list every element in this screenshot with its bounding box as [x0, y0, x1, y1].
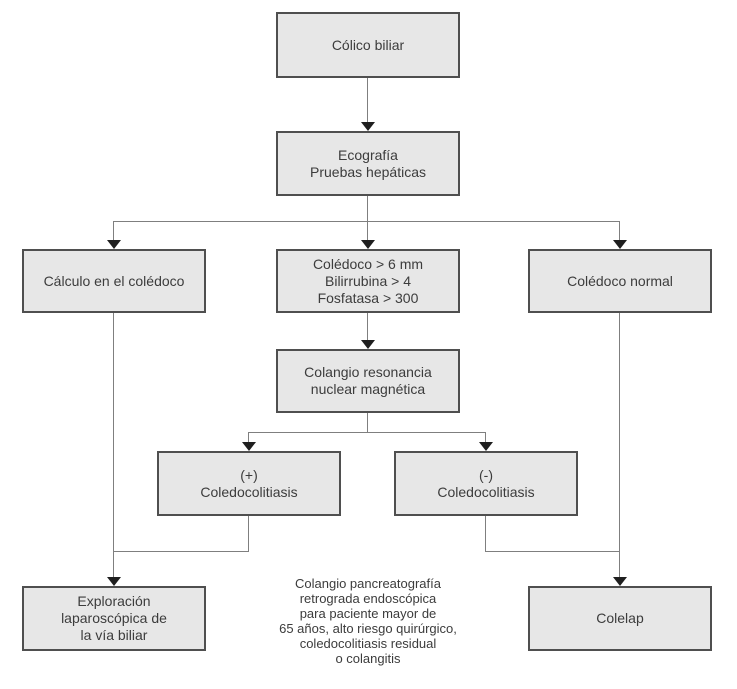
- note-cpre: Colangio pancreatografía retrograda endo…: [240, 576, 496, 666]
- node-label: Cálculo en el colédoco: [43, 272, 185, 289]
- node-label: Bilirrubina > 4: [325, 272, 411, 289]
- node-exploracion-laparoscopica: Exploración laparoscópica de la vía bili…: [22, 586, 206, 651]
- node-coledoco-normal: Colédoco normal: [528, 249, 712, 313]
- node-colangio-resonancia: Colangio resonancia nuclear magnética: [276, 349, 460, 413]
- node-label: Colédoco normal: [567, 272, 673, 289]
- node-label: (-): [479, 466, 493, 483]
- connector-line: [248, 516, 249, 551]
- node-ecografia-pruebas-hepaticas: Ecografía Pruebas hepáticas: [276, 131, 460, 196]
- node-label: Coledocolitiasis: [200, 483, 298, 500]
- arrowhead-down-icon: [361, 122, 375, 131]
- connector-line: [485, 516, 486, 551]
- connector-line: [367, 196, 368, 221]
- connector-line: [485, 432, 486, 442]
- node-colico-biliar: Cólico biliar: [276, 12, 460, 78]
- connector-line: [367, 413, 368, 432]
- connector-line: [113, 221, 114, 240]
- arrowhead-down-icon: [361, 240, 375, 249]
- node-calculo-en-coledoco: Cálculo en el colédoco: [22, 249, 206, 313]
- note-line: o colangitis: [335, 651, 401, 666]
- note-line: 65 años, alto riesgo quirúrgico,: [279, 621, 457, 636]
- node-label: Colelap: [596, 610, 644, 626]
- note-line: coledocolitiasis residual: [299, 636, 437, 651]
- node-label: (+): [240, 466, 258, 483]
- connector-line: [113, 551, 249, 552]
- node-label: Colédoco > 6 mm: [312, 255, 424, 272]
- arrowhead-down-icon: [479, 442, 493, 451]
- node-label: Coledocolitiasis: [437, 483, 535, 500]
- arrowhead-down-icon: [107, 240, 121, 249]
- connector-line: [113, 313, 114, 577]
- node-label: Cólico biliar: [331, 36, 405, 53]
- connector-line: [619, 313, 620, 577]
- connector-line: [248, 432, 486, 433]
- connector-line: [113, 221, 620, 222]
- node-label: nuclear magnética: [310, 381, 426, 397]
- node-label: Ecografía: [338, 146, 398, 163]
- note-line: retrograda endoscópica: [299, 591, 437, 606]
- connector-line: [367, 313, 368, 340]
- node-colelap: Colelap: [528, 586, 712, 651]
- node-criterios-laboratorio: Colédoco > 6 mm Bilirrubina > 4 Fosfatas…: [276, 249, 460, 313]
- arrowhead-down-icon: [361, 340, 375, 349]
- arrowhead-down-icon: [613, 577, 627, 586]
- node-coledocolitiasis-positiva: (+) Coledocolitiasis: [157, 451, 341, 516]
- note-line: para paciente mayor de: [299, 606, 437, 621]
- node-label: laparoscópica de: [61, 610, 167, 626]
- node-label: Colangio resonancia: [304, 364, 432, 380]
- node-coledocolitiasis-negativa: (-) Coledocolitiasis: [394, 451, 578, 516]
- node-label: Fosfatasa > 300: [317, 289, 419, 306]
- connector-line: [367, 78, 368, 122]
- arrowhead-down-icon: [242, 442, 256, 451]
- connector-line: [485, 551, 620, 552]
- arrowhead-down-icon: [107, 577, 121, 586]
- node-label: Exploración: [77, 593, 151, 609]
- connector-line: [619, 221, 620, 240]
- arrowhead-down-icon: [613, 240, 627, 249]
- connector-line: [248, 432, 249, 442]
- connector-line: [367, 221, 368, 240]
- note-line: Colangio pancreatografía: [295, 576, 441, 591]
- node-label: la vía biliar: [80, 627, 148, 643]
- node-label: Pruebas hepáticas: [310, 163, 426, 180]
